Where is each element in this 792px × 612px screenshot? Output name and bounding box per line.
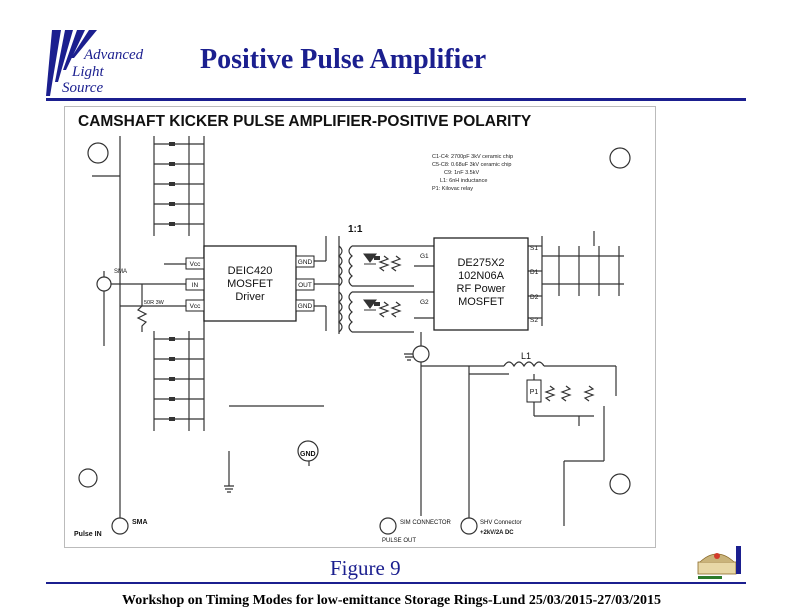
footer-rule [46, 582, 746, 584]
sim-connector-label: SIM CONNECTOR [400, 520, 452, 526]
mosfet-label-2: 102N06A [458, 270, 505, 282]
driver-pin-vcc-2: Vcc [190, 303, 202, 310]
r50-label: 50R 3W [144, 300, 165, 306]
mosfet-label-1: DE275X2 [457, 257, 504, 269]
logo-line-3: Source [62, 80, 104, 96]
mosfet-pin-d1: D1 [530, 269, 539, 276]
schematic-heading: CAMSHAFT KICKER PULSE AMPLIFIER-POSITIVE… [78, 113, 532, 130]
relay-box [526, 379, 542, 403]
mosfet-pin-d2: D2 [530, 294, 539, 301]
hv-dc-label: +2kV/2A DC [480, 530, 514, 536]
driver-pin-in: IN [192, 282, 199, 289]
sma-small-label: SMA [114, 269, 127, 275]
driver-box [203, 245, 297, 322]
pulse-out-label: PULSE OUT [382, 538, 416, 544]
note-2: C5-C8: 0.68uF 3kV ceramic chip [432, 162, 511, 168]
mosfet-pin-s2: S2 [530, 317, 538, 324]
sma-label: SMA [132, 519, 148, 526]
footer-text: Workshop on Timing Modes for low-emittan… [122, 593, 662, 608]
figure-caption: Figure 9 [330, 556, 401, 580]
note-4: L1: 6nH inductance [440, 178, 487, 184]
driver-label-2: MOSFET [227, 278, 273, 290]
logo-stripes-icon [46, 30, 97, 96]
driver-pin-gnd-2: GND [298, 303, 313, 310]
mosfet-label-4: MOSFET [458, 296, 504, 308]
mosfet-pin-g1: G1 [420, 253, 429, 260]
header-rule [46, 98, 746, 101]
aps-logo: Advanced Light Source [46, 30, 186, 96]
mosfet-pin-g2: G2 [420, 299, 429, 306]
logo-line-1: Advanced [84, 47, 144, 63]
relay-label: P1 [530, 389, 539, 396]
driver-pin-vcc-1: Vcc [190, 261, 202, 268]
mosfet-label-3: RF Power [457, 283, 506, 295]
mosfet-pin-s1: S1 [530, 245, 538, 252]
pulse-in-label: Pulse IN [74, 531, 102, 538]
driver-label-3: Driver [235, 291, 265, 303]
shv-connector-label: SHV Connector [480, 520, 522, 526]
driver-label-1: DEIC420 [228, 265, 273, 277]
logo-line-2: Light [72, 64, 104, 80]
driver-pin-gnd-1: GND [298, 259, 313, 266]
institution-badge-icon [697, 546, 741, 579]
schematic-diagram: CAMSHAFT KICKER PULSE AMPLIFIER-POSITIVE… [64, 106, 656, 548]
slide-title: Positive Pulse Amplifier [200, 44, 487, 75]
driver-pin-out: OUT [298, 282, 312, 289]
note-3: C9: 1nF 3.5kV [444, 170, 479, 176]
note-1: C1-C4: 2700pF 3kV ceramic chip [432, 154, 513, 160]
transformer-ratio: 1:1 [348, 224, 363, 235]
note-5: P1: Kilovac relay [432, 186, 473, 192]
gnd-terminal-label: GND [300, 451, 316, 458]
mosfet-box [433, 237, 529, 331]
inductor-label: L1 [521, 351, 531, 361]
